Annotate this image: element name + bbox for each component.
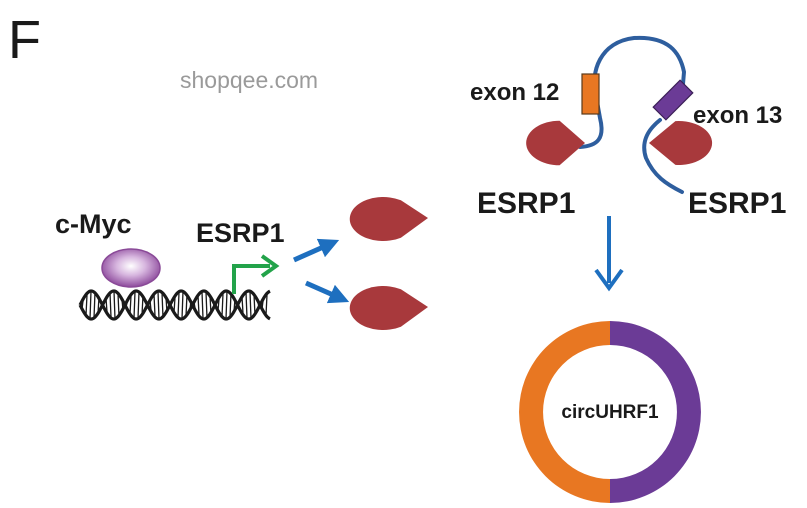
dna-rung [153, 293, 156, 317]
flow-arrow-lower [304, 280, 350, 304]
circular-rna-icon [519, 321, 701, 503]
pre-mrna-strand [578, 35, 687, 194]
dna-rung [113, 290, 116, 320]
esrp1-label-right: ESRP1 [688, 187, 786, 220]
cmyc-label: c-Myc [55, 209, 132, 239]
exon13-label: exon 13 [693, 102, 782, 129]
dna-rung [197, 295, 200, 315]
dna-rung [93, 291, 96, 319]
dna-rung [89, 291, 92, 319]
dna-rung [201, 291, 204, 319]
dna-rung [129, 295, 132, 315]
esrp1-protein-icon-2 [349, 286, 428, 330]
dna-rung [157, 291, 160, 319]
flow-arrow-upper [292, 238, 340, 263]
dna-rung [137, 291, 140, 319]
dna-rung [229, 292, 232, 318]
dna-rung [225, 290, 228, 320]
exon12-block [581, 73, 600, 115]
circ-label: circUHRF1 [561, 402, 659, 423]
double-helix-icon [78, 289, 271, 321]
dna-strand-2 [78, 289, 271, 321]
esrp1-gene-label: ESRP1 [196, 218, 285, 248]
dna-rung [85, 294, 88, 316]
dna-rung [109, 292, 112, 318]
dna-rung [181, 291, 184, 319]
dna-rung [249, 291, 252, 319]
cmyc-protein-icon [101, 248, 161, 288]
dna-rung [205, 291, 208, 319]
dna-rung [221, 293, 224, 317]
dna-rung [161, 292, 164, 318]
panel-letter: F [8, 10, 41, 70]
esrp1-protein-icon-3 [526, 120, 585, 166]
esrp1-label-left: ESRP1 [477, 187, 575, 220]
flow-arrow-down-head [594, 268, 624, 292]
promoter-arrow-icon [232, 254, 280, 294]
watermark: shopqee.com [180, 67, 318, 93]
exon12-label: exon 12 [470, 79, 559, 106]
dna-rung [133, 291, 136, 319]
dna-rung [177, 292, 180, 318]
dna-rung [245, 291, 248, 319]
exon13-block [652, 79, 694, 121]
dna-rung [117, 293, 120, 317]
dna-rung [265, 294, 268, 316]
esrp1-protein-icon-1 [349, 197, 428, 241]
esrp1-protein-icon-4 [649, 121, 713, 165]
